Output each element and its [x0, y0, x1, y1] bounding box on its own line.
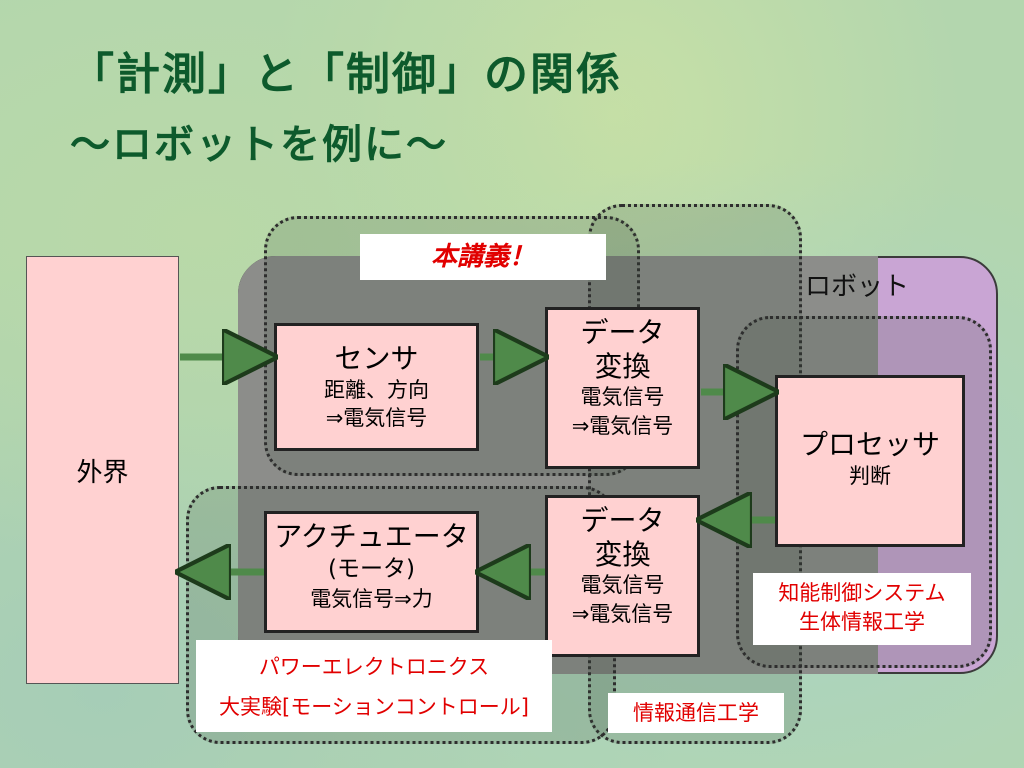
processor-detail: 判断: [849, 463, 891, 488]
power-electronics-line-1: パワーエレクトロニクス: [258, 655, 490, 679]
sensor-detail-2: ⇒電気信号: [325, 405, 428, 430]
power-electronics-label: パワーエレクトロニクス 大実験[モーションコントロール]: [196, 640, 552, 732]
info-comm-label: 情報通信工学: [608, 693, 784, 733]
converter-top-detail-1: 電気信号: [580, 385, 665, 410]
external-world-label: 外界: [76, 457, 129, 488]
lecture-label: 本講義！: [360, 234, 606, 280]
actuator-motor: (モータ): [328, 555, 415, 582]
sensor-box: センサ 距離、方向 ⇒電気信号: [274, 323, 479, 451]
converter-bottom-detail-1: 電気信号: [580, 573, 665, 598]
converter-top-detail-2: ⇒電気信号: [571, 413, 674, 438]
converter-bottom-detail-2: ⇒電気信号: [571, 601, 674, 626]
robot-label: ロボット: [805, 272, 910, 302]
converter-bottom-title-2: 変換: [594, 537, 651, 571]
converter-top-title-2: 変換: [594, 349, 651, 383]
data-converter-bottom-box: データ 変換 電気信号 ⇒電気信号: [545, 495, 700, 657]
intelligent-control-line-1: 知能制御システム: [778, 581, 946, 605]
power-electronics-line-2: 大実験[モーションコントロール]: [219, 694, 529, 719]
converter-top-title-1: データ: [580, 316, 665, 349]
sensor-title: センサ: [334, 342, 419, 375]
intelligent-control-line-2: 生体情報工学: [799, 610, 925, 635]
processor-title: プロセッサ: [799, 428, 940, 461]
slide-subtitle: ～ロボットを例に～: [70, 122, 448, 168]
sensor-detail-1: 距離、方向: [324, 377, 429, 402]
actuator-detail: 電気信号⇒力: [310, 586, 433, 611]
actuator-box: アクチュエータ (モータ) 電気信号⇒力: [264, 511, 479, 633]
converter-bottom-title-1: データ: [580, 504, 665, 537]
actuator-title: アクチュエータ: [274, 520, 469, 553]
intelligent-control-label: 知能制御システム 生体情報工学: [753, 573, 971, 645]
external-world-box: 外界: [26, 256, 179, 684]
slide-title: 「計測」と「制御」の関係: [70, 49, 622, 100]
data-converter-top-box: データ 変換 電気信号 ⇒電気信号: [545, 307, 700, 469]
processor-box: プロセッサ 判断: [775, 375, 965, 547]
